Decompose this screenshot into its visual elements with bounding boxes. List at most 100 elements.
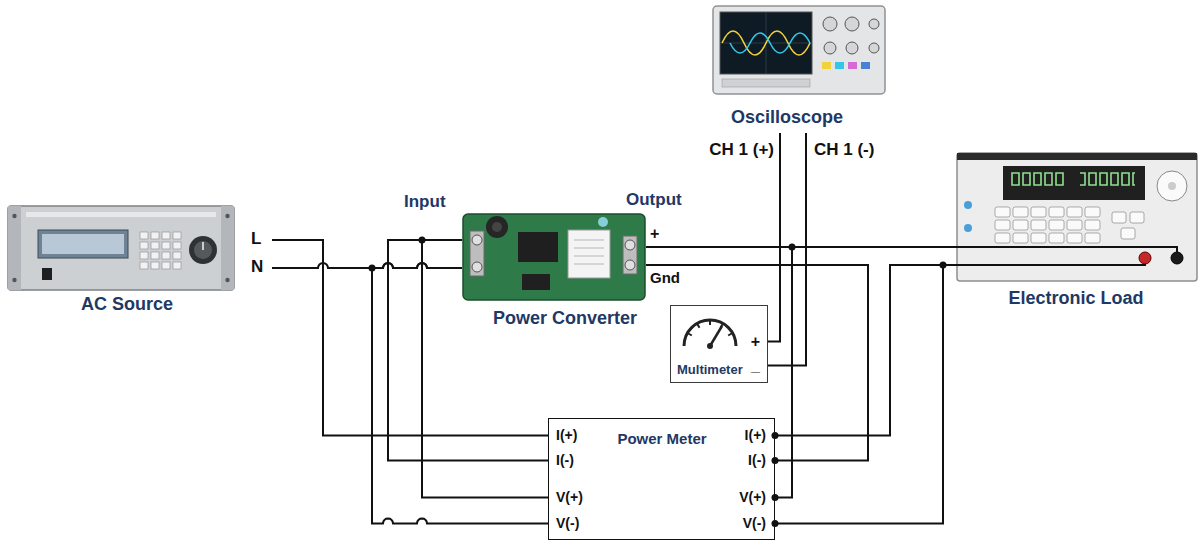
- ac-source-unit-part: [42, 234, 124, 254]
- electronic-load-unit-part: [964, 201, 972, 209]
- electronic-load-unit-part: [955, 247, 1177, 252]
- oscilloscope-unit-part: [823, 17, 837, 31]
- pin-label: V(+): [556, 489, 583, 506]
- device-caption: Oscilloscope: [731, 107, 843, 129]
- electronic-load-unit-part: [1121, 228, 1135, 239]
- terminal-mark: +: [751, 332, 760, 351]
- wire: [272, 240, 548, 435]
- junction-dot: [772, 432, 779, 439]
- pin-label: I(+): [556, 427, 577, 444]
- ac-source-unit-part: [225, 214, 229, 218]
- device-caption: Power Converter: [493, 308, 637, 330]
- oscilloscope-unit-part: [822, 62, 831, 69]
- oscilloscope-unit-part: [722, 31, 810, 55]
- converter-board-part: [598, 217, 608, 227]
- electronic-load-unit-part: [1139, 252, 1151, 264]
- junction-dot: [772, 494, 779, 501]
- electronic-load-unit-part: [1168, 182, 1176, 190]
- converter-board: [463, 214, 645, 300]
- converter-board-part: [472, 262, 482, 272]
- oscilloscope-unit-part: [869, 19, 879, 29]
- ac-source-unit-part: [26, 212, 216, 217]
- oscilloscope-unit-part: [720, 12, 812, 74]
- electronic-load-unit-part: [1003, 166, 1145, 200]
- pin-label: I(+): [745, 427, 766, 444]
- ac-source-unit-part: [38, 230, 128, 258]
- junction-dot: [772, 457, 779, 464]
- converter-board-part: [625, 260, 635, 270]
- oscilloscope-unit-part: [846, 42, 858, 54]
- multimeter-gauge-icon-part: [710, 326, 722, 346]
- electronic-load-unit-part: [955, 264, 1145, 265]
- electronic-load-device: Electronic Load: [955, 150, 1198, 318]
- pin-label: V(+): [739, 489, 766, 506]
- converter-board-part: [492, 222, 502, 232]
- converter-board-part: [470, 231, 484, 276]
- electronic-load-unit: [955, 153, 1197, 281]
- power-meter-box: Power MeterI(+)I(-)V(+)V(-)I(+)I(-)V(+)V…: [548, 418, 775, 540]
- oscilloscope-unit-part: [722, 79, 810, 87]
- converter-board-part: [472, 235, 482, 245]
- instrument-name: Multimeter: [677, 362, 743, 378]
- multimeter-gauge-icon-part: [684, 320, 736, 346]
- converter-board-part: [574, 240, 604, 264]
- converter-board-part: [625, 240, 635, 250]
- junction-dot: [789, 244, 796, 251]
- electronic-load-unit-part: [1010, 172, 1065, 186]
- polarity-label: Gnd: [650, 269, 680, 287]
- ac-source-unit-part: [8, 206, 234, 290]
- oscilloscope-unit-part: [730, 33, 810, 53]
- ac-source-unit-part: [202, 242, 204, 250]
- line-label: L: [251, 229, 261, 249]
- wire: [775, 265, 955, 435]
- wire: [768, 133, 806, 366]
- device-caption: AC Source: [81, 294, 173, 316]
- electronic-load-unit-part: [1080, 172, 1135, 186]
- oscilloscope-device: Oscilloscope: [705, 3, 890, 133]
- ac-source-unit-part: [8, 206, 21, 290]
- oscilloscope-unit-part: [869, 43, 879, 53]
- wire: [646, 247, 792, 497]
- ac-source-unit-part: [194, 241, 212, 259]
- converter-board-part: [486, 216, 508, 238]
- ac-source-unit-part: [221, 206, 234, 290]
- ac-source-unit-part: [225, 278, 229, 282]
- power-converter-device: Power Converter: [462, 200, 646, 334]
- wire: [422, 240, 548, 497]
- oscilloscope-unit-part: [835, 62, 844, 69]
- electronic-load-unit-part: [1157, 171, 1187, 201]
- channel-label: CH 1 (-): [814, 140, 874, 160]
- oscilloscope-unit: [713, 6, 885, 94]
- pin-label: I(-): [556, 452, 574, 469]
- terminal-mark: _: [751, 356, 760, 375]
- port-label: Output: [626, 190, 682, 210]
- device-caption: Electronic Load: [1008, 288, 1143, 310]
- ac-source-unit-part: [42, 268, 52, 280]
- multimeter-gauge-icon-part: [688, 320, 733, 336]
- pin-label: V(-): [743, 515, 766, 532]
- oscilloscope-unit-part: [720, 12, 812, 74]
- multimeter-box: Multimeter + _: [670, 305, 768, 383]
- polarity-label: +: [650, 224, 659, 243]
- wire: [372, 263, 548, 523]
- oscilloscope-unit-part: [713, 6, 885, 94]
- oscilloscope-unit-part: [861, 62, 870, 69]
- junction-dot: [940, 262, 947, 269]
- electronic-load-unit-part: [964, 224, 972, 232]
- line-label: N: [251, 257, 263, 277]
- ac-source-unit-part: [12, 278, 16, 282]
- wire: [768, 133, 780, 342]
- electronic-load-unit-part: [1130, 212, 1144, 223]
- wire: [775, 265, 955, 523]
- oscilloscope-unit-part: [848, 62, 857, 69]
- converter-board-part: [623, 236, 637, 274]
- channel-label: CH 1 (+): [709, 140, 774, 160]
- ac-source-unit-part: [189, 236, 217, 264]
- pin-label: I(-): [748, 452, 766, 469]
- converter-board-part: [518, 232, 558, 262]
- converter-board-part: [463, 214, 645, 300]
- ac-source-device: AC Source: [6, 200, 272, 325]
- electronic-load-unit-part: [957, 153, 1197, 281]
